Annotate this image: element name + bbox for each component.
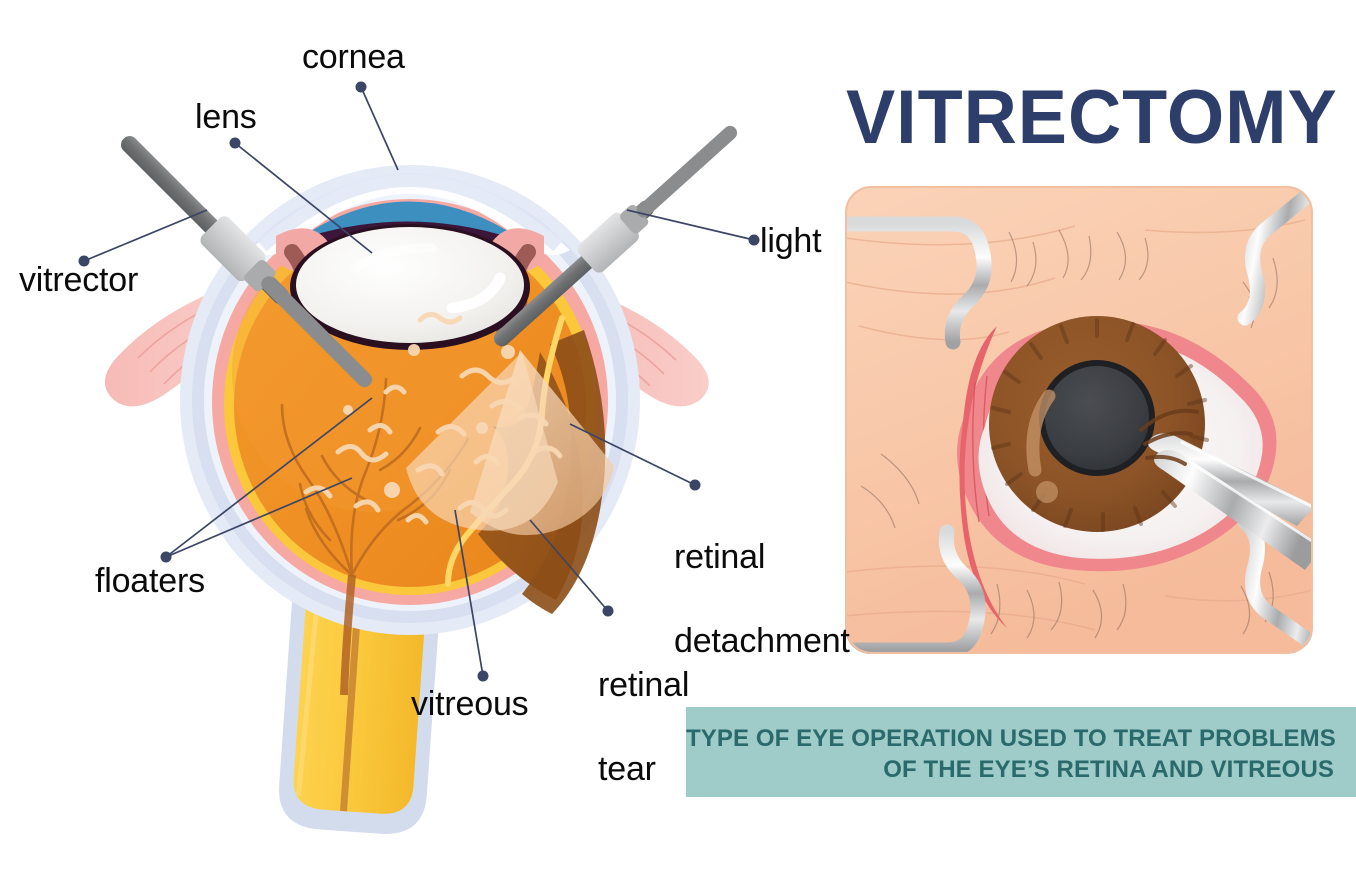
pupil xyxy=(1045,366,1149,470)
speculum-hook-top-left[interactable] xyxy=(845,216,992,350)
label-retinal-detachment: retinal detachment xyxy=(637,494,850,704)
forceps-instrument[interactable] xyxy=(1148,433,1313,570)
label-vitrector: vitrector xyxy=(19,261,139,299)
page-title: VITRECTOMY xyxy=(846,75,1338,160)
lid-speculum-hooks[interactable] xyxy=(845,186,1313,654)
vitreous-floaters xyxy=(303,312,563,525)
light-beam-inner xyxy=(406,352,558,531)
caption-line-2: OF THE EYE’S RETINA AND VITREOUS xyxy=(883,756,1334,783)
skin-creases xyxy=(845,219,1313,631)
label-vitreous: vitreous xyxy=(411,685,529,723)
label-retinal-detachment-line1: retinal xyxy=(674,538,766,576)
vitrector-instrument[interactable] xyxy=(110,126,383,399)
speculum-hook-bottom-left[interactable] xyxy=(845,524,986,654)
eye-cross-section-diagram xyxy=(78,81,760,834)
caption-banner: TYPE OF EYE OPERATION USED TO TREAT PROB… xyxy=(686,707,1356,797)
panel-border xyxy=(845,186,1313,654)
caruncle xyxy=(959,326,1007,628)
label-cornea: cornea xyxy=(302,38,405,76)
label-retinal-tear-line1: retinal xyxy=(598,666,690,704)
leader-dots xyxy=(78,81,760,682)
central-retinal-artery xyxy=(340,574,356,696)
floater-dots xyxy=(343,344,515,498)
light-probe-instrument[interactable] xyxy=(484,115,747,357)
label-lens: lens xyxy=(195,98,257,136)
caption-line-1: TYPE OF EYE OPERATION USED TO TREAT PROB… xyxy=(686,725,1336,752)
leader-lines xyxy=(83,86,755,677)
iris-highlight xyxy=(1026,389,1056,477)
label-retinal-detachment-line2: detachment xyxy=(674,622,850,660)
iris-highlight-dot xyxy=(1036,481,1058,503)
label-light: light xyxy=(760,222,822,260)
label-retinal-tear-line2: tear xyxy=(598,750,656,788)
eye-surgery-photo-panel xyxy=(845,186,1313,654)
label-floaters: floaters xyxy=(95,562,205,600)
label-retinal-tear: retinal tear xyxy=(561,622,689,832)
speculum-hook-top-right[interactable] xyxy=(1237,186,1313,326)
lifted-tissue xyxy=(1139,408,1199,466)
